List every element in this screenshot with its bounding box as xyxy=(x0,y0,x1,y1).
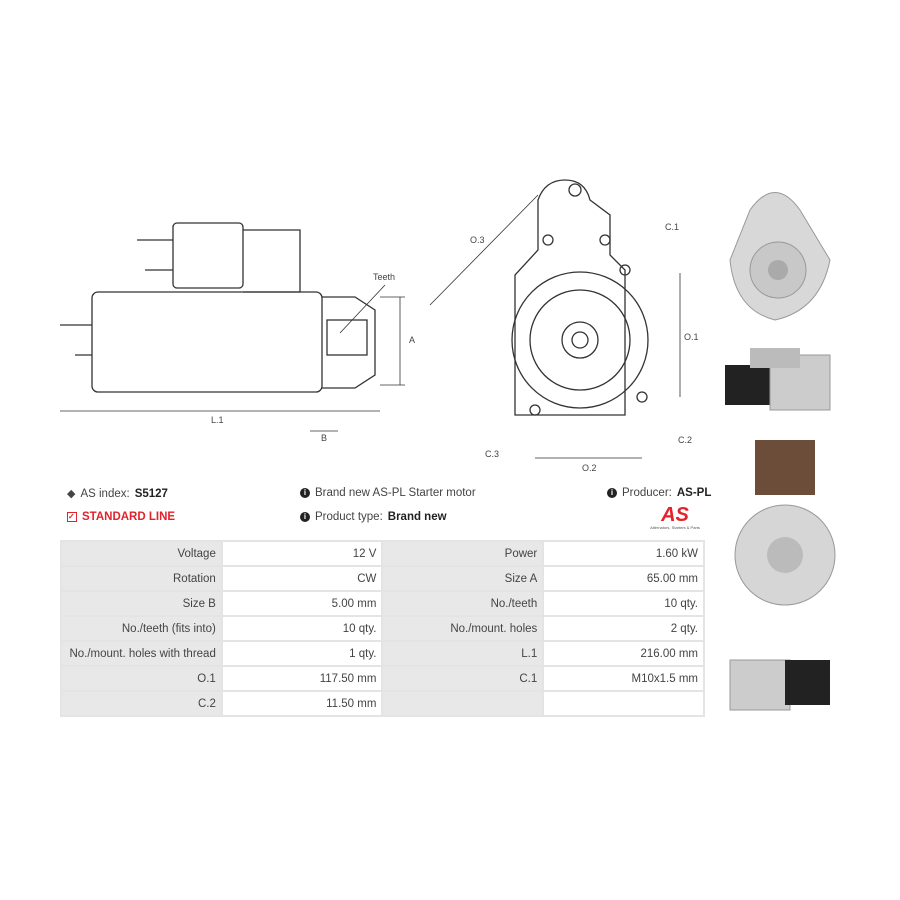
spec-label: O.1 xyxy=(60,665,223,692)
spec-label: Rotation xyxy=(60,565,223,592)
spec-label: Power xyxy=(381,540,545,567)
front-view-drawing: O.3 C.1 O.1 C.2 C.3 O.2 xyxy=(429,179,699,473)
dim-o2-label: O.2 xyxy=(582,463,597,473)
photo-rear xyxy=(734,440,836,606)
spec-label: Voltage xyxy=(60,540,223,567)
spec-label: C.1 xyxy=(381,665,545,692)
spec-value: 5.00 mm xyxy=(220,590,384,617)
tag-icon: ◆ xyxy=(67,488,76,500)
dim-o1-label: O.1 xyxy=(684,332,699,342)
spec-label: Size A xyxy=(381,565,545,592)
spec-label: Size B xyxy=(60,590,223,617)
standard-line-badge: ✓ STANDARD LINE xyxy=(67,511,176,523)
spec-label: No./teeth xyxy=(381,590,545,617)
spec-label: No./teeth (fits into) xyxy=(60,615,223,642)
info-icon: i xyxy=(607,488,617,498)
table-row: No./teeth (fits into)10 qty.No./mount. h… xyxy=(60,615,705,642)
dim-b-label: B xyxy=(321,433,327,443)
spec-label: No./mount. holes xyxy=(381,615,545,642)
spec-value: 11.50 mm xyxy=(220,690,384,717)
info-icon: i xyxy=(300,488,310,498)
dim-c3-label: C.3 xyxy=(485,449,499,459)
spec-value: 117.50 mm xyxy=(220,665,384,692)
photo-front xyxy=(729,192,831,321)
spec-label xyxy=(381,690,545,717)
spec-value: 12 V xyxy=(220,540,384,567)
spec-value: CW xyxy=(220,565,384,592)
spec-label: No./mount. holes with thread xyxy=(60,640,223,667)
dim-a-label: A xyxy=(409,335,415,345)
spec-label: L.1 xyxy=(381,640,545,667)
side-view-drawing: Teeth A B L.1 xyxy=(60,222,415,443)
spec-value: 10 qty. xyxy=(220,615,384,642)
info-icon: i xyxy=(300,512,310,522)
spec-value xyxy=(542,690,705,717)
dim-c2-label: C.2 xyxy=(678,435,692,445)
spec-value: 65.00 mm xyxy=(542,565,705,592)
spec-value: M10x1.5 mm xyxy=(542,665,705,692)
spec-value: 2 qty. xyxy=(542,615,705,642)
spec-value: 1 qty. xyxy=(220,640,384,667)
dim-c1-label: C.1 xyxy=(665,222,679,232)
photo-side xyxy=(725,348,831,411)
spec-value: 1.60 kW xyxy=(542,540,705,567)
photo-side-2 xyxy=(729,659,830,711)
checkbox-icon: ✓ xyxy=(67,512,77,522)
product-photos xyxy=(725,192,836,711)
as-pl-logo: AS Alternators, Starters & Parts xyxy=(650,504,700,530)
spec-value: 10 qty. xyxy=(542,590,705,617)
spec-label: C.2 xyxy=(60,690,223,717)
as-index: ◆ AS index:S5127 xyxy=(67,487,168,501)
teeth-label: Teeth xyxy=(373,272,395,282)
spec-value: 216.00 mm xyxy=(542,640,705,667)
dim-l1-label: L.1 xyxy=(211,415,224,425)
dim-o3-label: O.3 xyxy=(470,235,485,245)
